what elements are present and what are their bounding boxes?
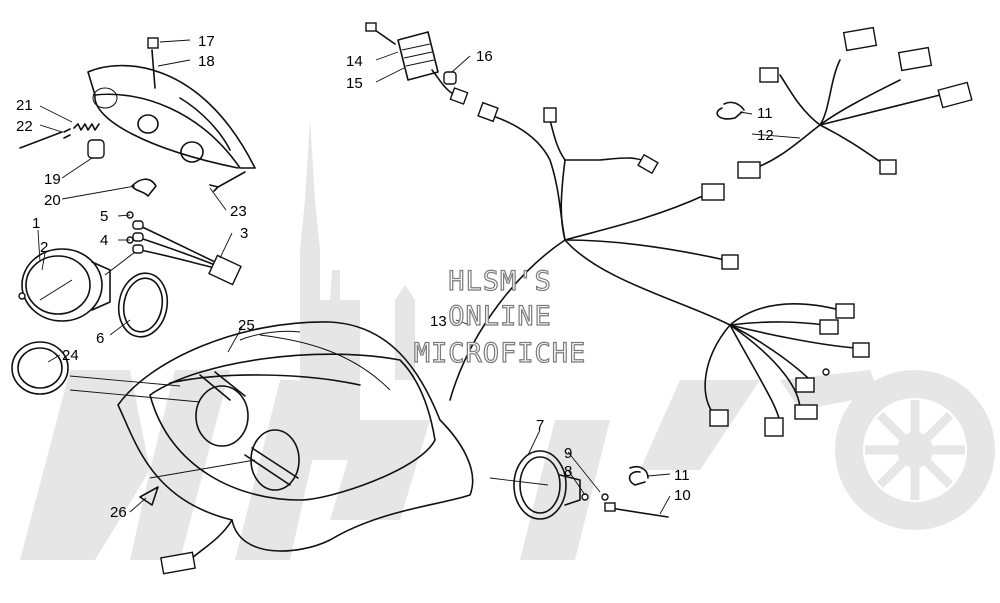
callout-labels: 17 18 21 22 19 20 23 5 4 3 1 2 6 24 25 2…: [16, 33, 774, 521]
instrument-pod: [69, 321, 474, 575]
main-harness-connector: [701, 183, 725, 201]
watermark-line-3: MICROFICHE: [414, 338, 587, 369]
leader-lines: [37, 39, 801, 515]
headlight-adjuster: [87, 139, 105, 159]
main-wiring-harness: [449, 101, 870, 437]
callout-20: 20: [44, 192, 61, 209]
voltage-regulator: [365, 22, 469, 105]
callout-14: 14: [346, 53, 363, 70]
callout-11-bottom: 11: [674, 467, 690, 484]
callout-1: 1: [32, 215, 40, 232]
callout-6: 6: [96, 330, 104, 347]
callout-23: 23: [230, 203, 247, 220]
harness-connector: [208, 254, 242, 286]
callout-12: 12: [757, 127, 774, 144]
callout-13: 13: [430, 313, 447, 330]
callout-15: 15: [346, 75, 363, 92]
watermark-line-2: ONLINE: [448, 301, 552, 332]
upper-right-harness: [716, 26, 973, 179]
callout-19: 19: [44, 171, 61, 188]
watermark-graphic: [20, 120, 995, 560]
callout-22: 22: [16, 118, 33, 135]
callout-17: 17: [198, 33, 215, 50]
callout-5: 5: [100, 208, 108, 225]
callout-10: 10: [674, 487, 691, 504]
callout-2: 2: [40, 239, 48, 256]
callout-21: 21: [16, 97, 33, 114]
callout-26: 26: [110, 504, 127, 521]
callout-3: 3: [240, 225, 248, 242]
callout-9: 9: [564, 445, 572, 462]
callout-24: 24: [62, 347, 79, 364]
callout-16: 16: [476, 48, 493, 65]
callout-7: 7: [536, 417, 544, 434]
callout-8: 8: [564, 463, 572, 480]
speedometer-gauge: [11, 248, 169, 395]
watermark-text: HLSM'S ONLINE MICROFICHE: [413, 265, 587, 369]
pod-connector: [160, 551, 196, 575]
watermark-line-1: HLSM'S: [448, 266, 552, 297]
callout-4: 4: [100, 232, 108, 249]
headlight-assembly: [19, 37, 256, 197]
gauge-harness: [104, 211, 242, 286]
speedometer-drive: [489, 450, 669, 520]
headlight-clip: [147, 37, 159, 49]
callout-25: 25: [238, 317, 255, 334]
callout-18: 18: [198, 53, 215, 70]
callout-11-top: 11: [757, 105, 773, 122]
harness-12-connector: [737, 161, 761, 179]
